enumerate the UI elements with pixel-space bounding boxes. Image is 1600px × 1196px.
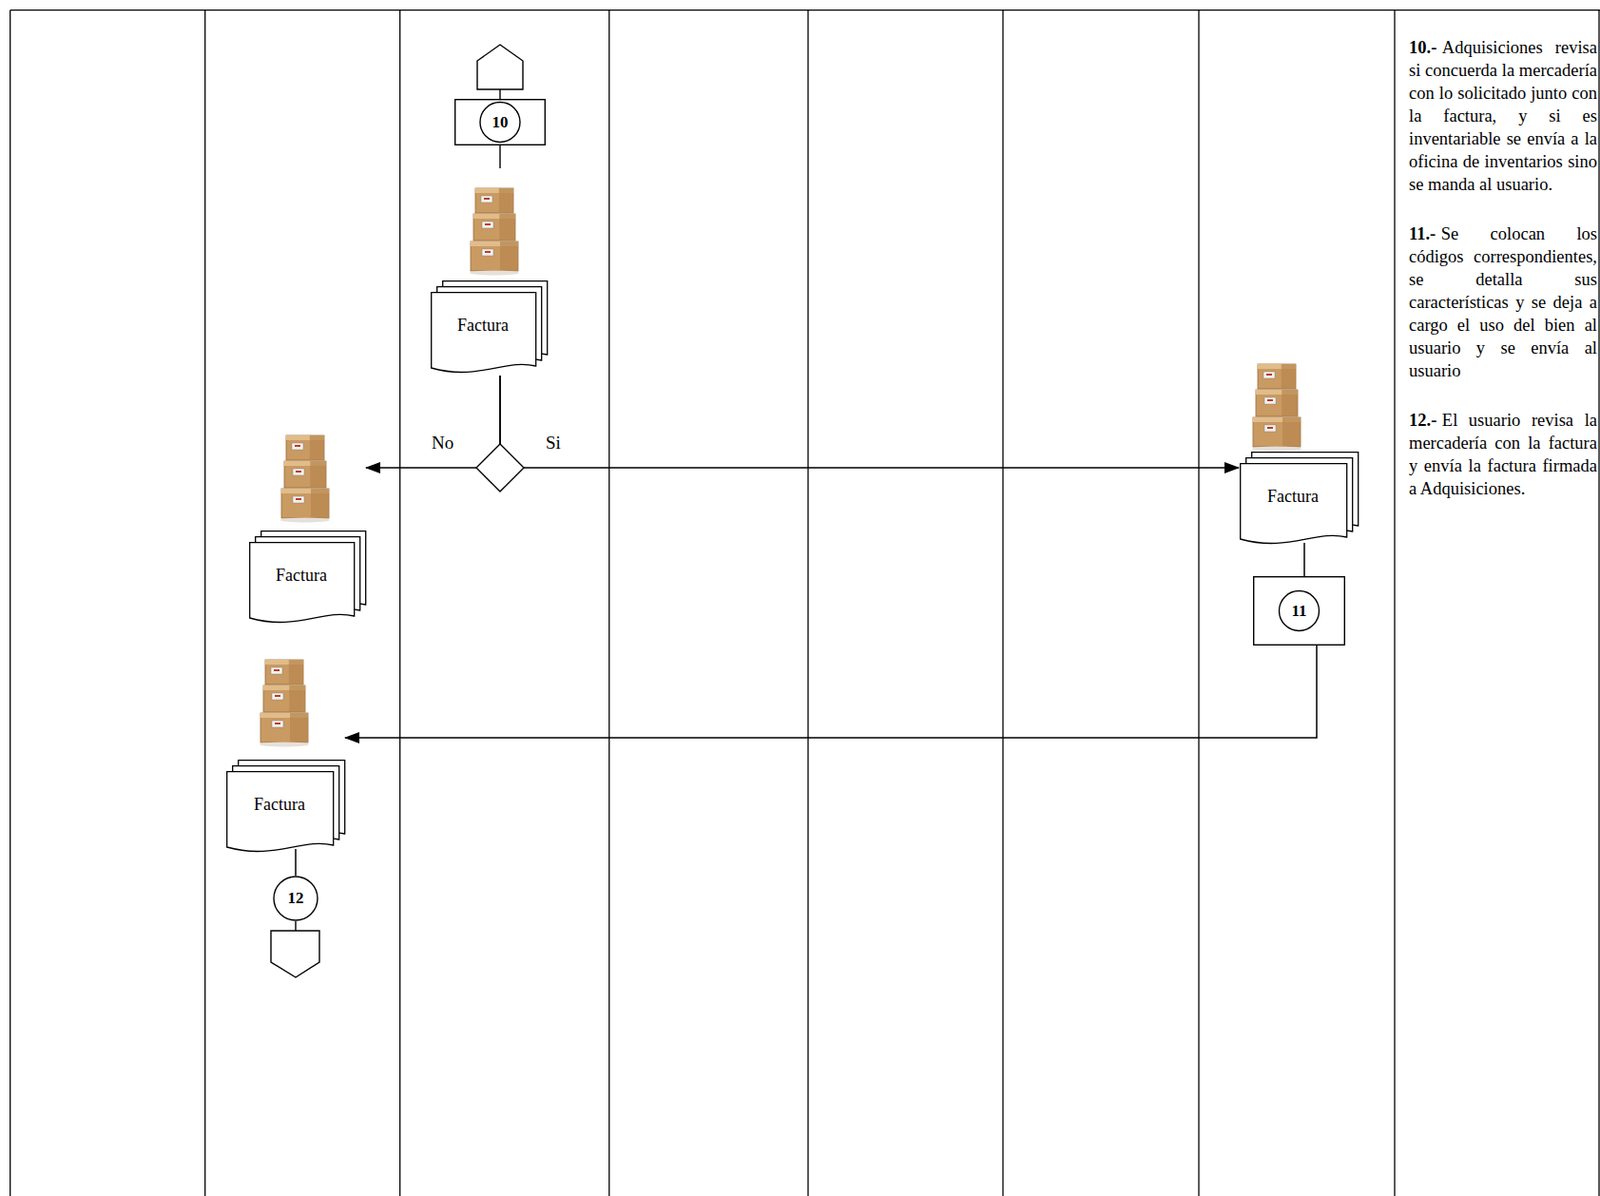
flow-line xyxy=(294,921,296,931)
lane-line xyxy=(1393,10,1395,1196)
process-rect xyxy=(455,99,546,146)
boxes-illustration xyxy=(1252,364,1302,452)
branch-label: Si xyxy=(543,432,563,454)
node-shape xyxy=(226,657,345,855)
boxes-illustration xyxy=(280,435,330,523)
step-number: 10 xyxy=(454,113,546,133)
step-text: Se colocan los códigos correspondientes,… xyxy=(1408,224,1598,381)
connector xyxy=(345,645,1317,738)
flow-line xyxy=(499,89,501,99)
process-rect xyxy=(1253,577,1346,646)
step-text: El usuario revisa la mercadería con la f… xyxy=(1408,410,1598,499)
step-number: 11 xyxy=(1253,601,1346,621)
lane-line xyxy=(807,10,809,1196)
document-page xyxy=(1240,463,1348,544)
process-box: 11 xyxy=(1253,576,1346,646)
boxes-illustration xyxy=(259,659,309,748)
step-number: 10.- xyxy=(1408,38,1437,58)
node-shape xyxy=(1239,362,1358,547)
lane-lines xyxy=(10,10,1600,1196)
document-stack: Factura xyxy=(430,186,547,376)
document-page xyxy=(250,542,355,623)
document-stack: Factura xyxy=(249,433,366,626)
step-number: 12.- xyxy=(1408,410,1437,430)
lane-line xyxy=(608,10,610,1196)
document-stack: Factura xyxy=(226,657,345,855)
decision-diamond xyxy=(476,443,524,492)
document-label: Factura xyxy=(430,314,536,336)
step-number: 12 xyxy=(272,888,319,908)
boxes-illustration xyxy=(469,188,520,276)
node-shape xyxy=(430,186,547,376)
step-text: Adquisiciones revisa si concuerda la mer… xyxy=(1408,38,1598,194)
step-number: 11.- xyxy=(1408,224,1436,244)
node-shape xyxy=(249,433,366,626)
connector xyxy=(294,848,297,876)
top-border xyxy=(10,9,1600,11)
connector-circle: 12 xyxy=(272,875,319,922)
lane-line xyxy=(9,10,11,1196)
connector xyxy=(1303,542,1306,577)
branch-label: No xyxy=(429,432,456,454)
step-circle xyxy=(273,876,318,921)
lane-line xyxy=(1002,10,1003,1196)
document-label: Factura xyxy=(249,564,354,586)
connector xyxy=(500,375,1239,468)
document-label: Factura xyxy=(226,793,333,815)
document-page xyxy=(431,292,537,373)
step-description: 10.-Adquisiciones revisa si concuerda la… xyxy=(1408,36,1598,196)
step-description: 11.-Se colocan los códigos correspondien… xyxy=(1408,222,1598,383)
right-border xyxy=(1598,10,1600,1196)
procedure-notes: 10.-Adquisiciones revisa si concuerda la… xyxy=(1408,36,1598,527)
step-description: 12.-El usuario revisa la mercadería con … xyxy=(1408,408,1598,501)
document-page xyxy=(227,771,334,852)
start-connector xyxy=(477,44,523,90)
lane-line xyxy=(204,10,206,1196)
flow-line xyxy=(499,145,501,169)
process-box: 10 xyxy=(454,98,546,146)
lane-line xyxy=(399,10,401,1196)
lane-line xyxy=(1197,10,1199,1196)
end-connector xyxy=(270,930,320,978)
document-stack: Factura xyxy=(1239,362,1358,547)
document-label: Factura xyxy=(1239,485,1347,507)
connector xyxy=(366,375,501,468)
